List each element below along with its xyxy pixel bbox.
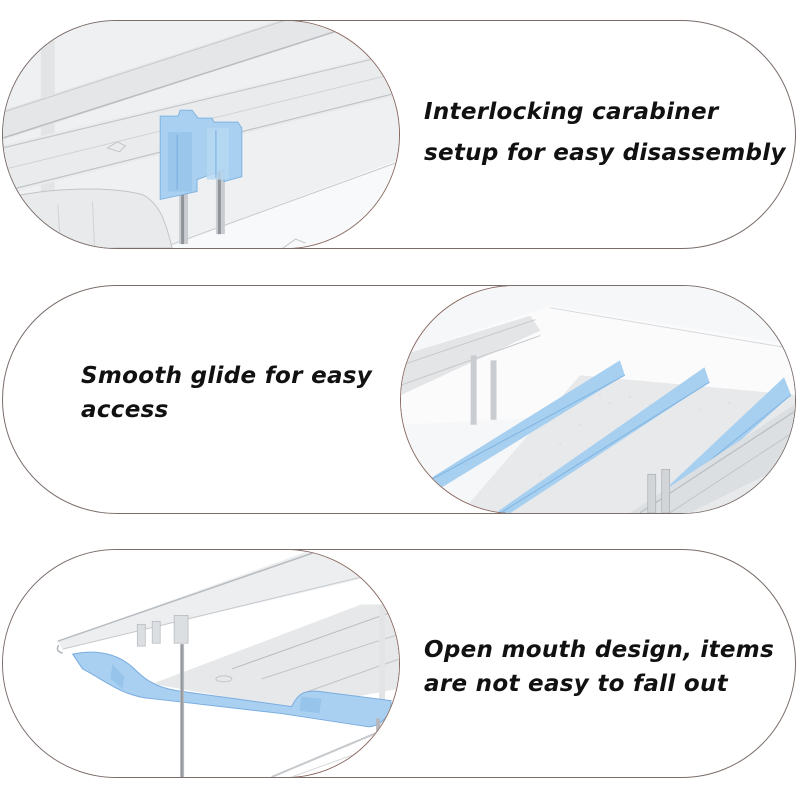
caption-carabiner: Interlocking carabiner setup for easy di… [424, 92, 786, 174]
carabiner-clip-illustration [3, 21, 399, 248]
caption-line: Smooth glide for easy [81, 363, 373, 389]
caption-open-mouth: Open mouth design, items are not easy to… [424, 633, 774, 701]
feature-panel-open-mouth: Open mouth design, items are not easy to… [2, 549, 796, 778]
caption-line: setup for easy disassembly [424, 140, 786, 166]
open-mouth-tray-photo [3, 550, 400, 777]
caption-line: access [81, 397, 169, 423]
open-mouth-tray-illustration [3, 550, 399, 777]
caption-smooth-glide: Smooth glide for easy access [81, 359, 372, 427]
carabiner-clip-photo [3, 21, 400, 248]
sliding-drawer-photo [400, 286, 795, 513]
feature-panel-carabiner: Interlocking carabiner setup for easy di… [2, 20, 796, 249]
feature-panel-smooth-glide: Smooth glide for easy access [2, 285, 796, 514]
caption-line: are not easy to fall out [424, 671, 728, 697]
caption-line: Open mouth design, items [424, 637, 775, 663]
caption-line: Interlocking carabiner [424, 99, 719, 125]
sliding-drawer-illustration [401, 286, 795, 513]
